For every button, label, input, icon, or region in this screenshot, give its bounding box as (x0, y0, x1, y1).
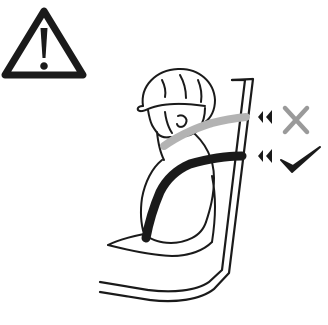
lower-pointer-arrows (258, 149, 272, 163)
correct-position-check-icon (281, 147, 320, 172)
warning-triangle-icon (5, 11, 83, 75)
seat-frame (100, 79, 253, 301)
wrong-position-cross-icon (285, 108, 307, 132)
upper-pointer-arrows (258, 110, 272, 124)
belt-incorrect-position (164, 117, 246, 146)
